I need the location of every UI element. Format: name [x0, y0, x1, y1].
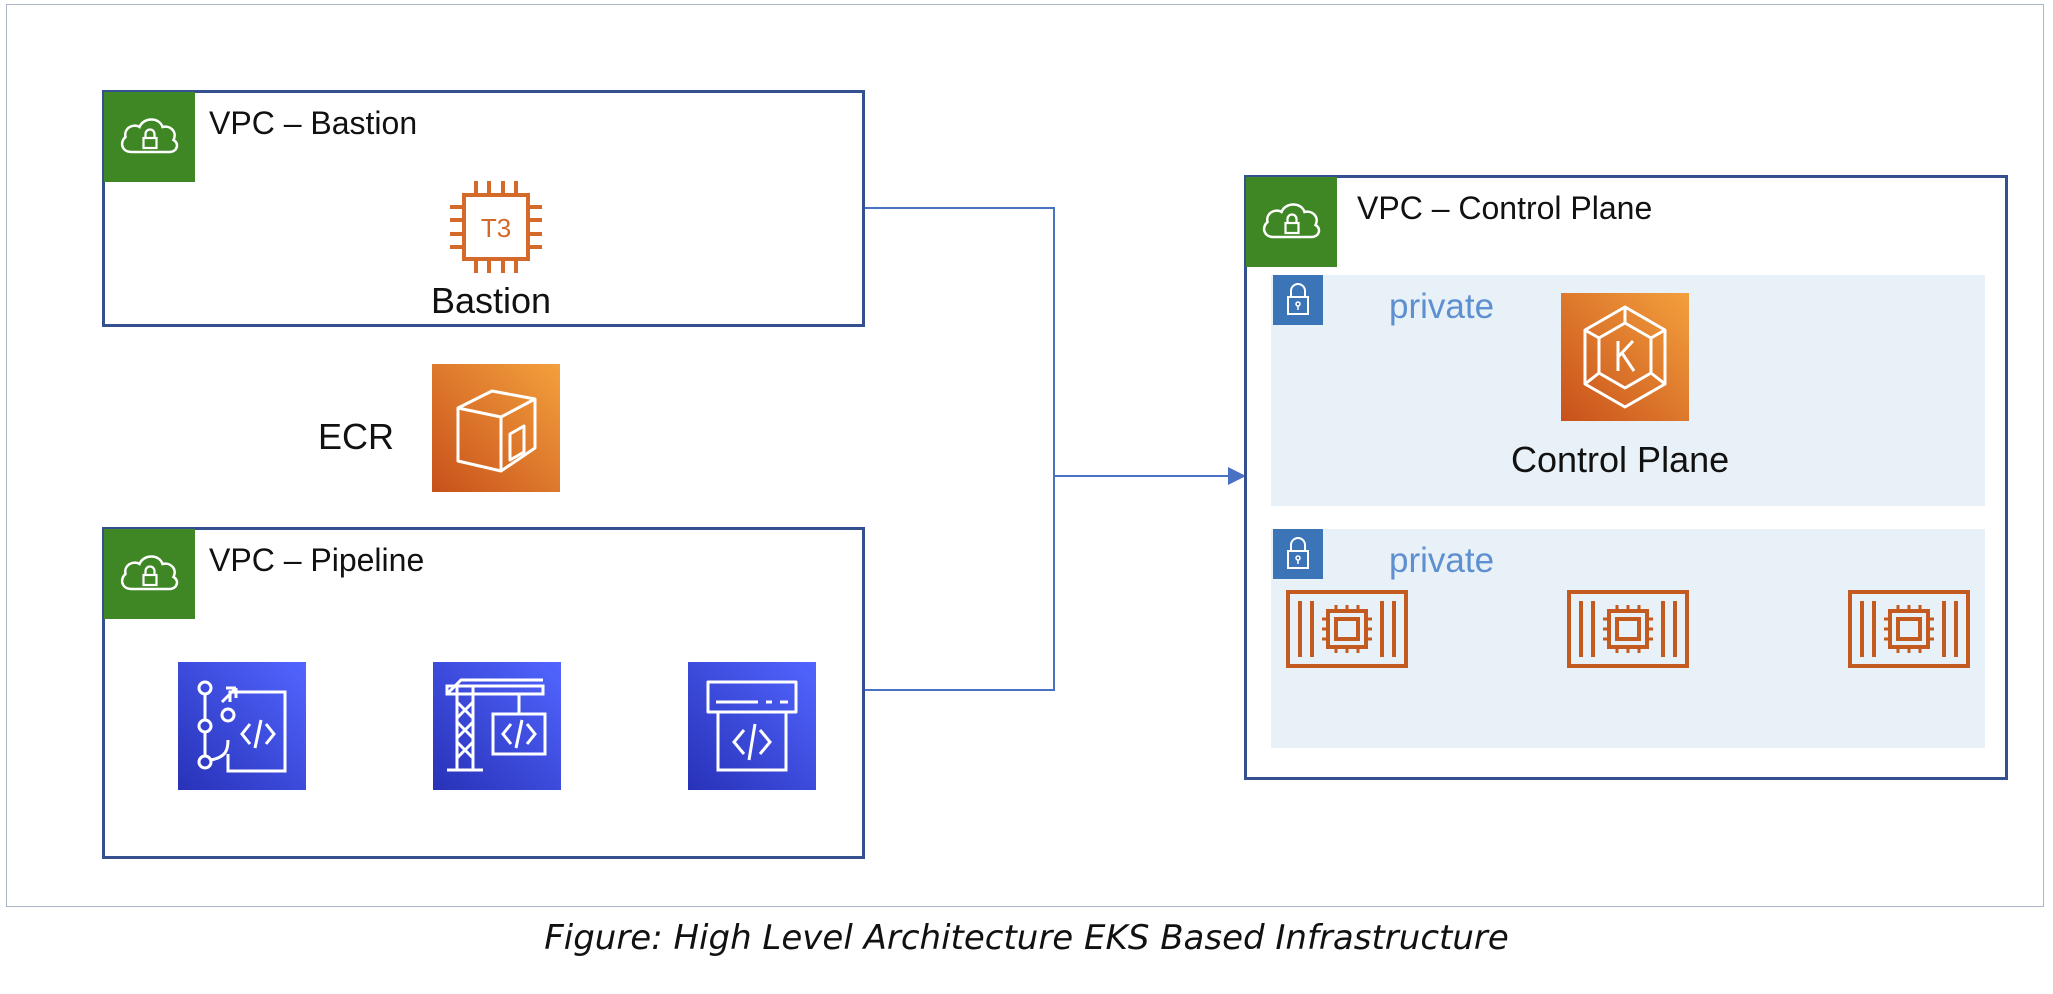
- container-icon: [1566, 589, 1690, 669]
- vpc-control-plane: VPC – Control Plane private: [1244, 175, 2008, 780]
- subnet-lock-icon: [1273, 275, 1323, 325]
- private-subnet: private: [1271, 529, 1985, 748]
- container-icon: [1285, 589, 1409, 669]
- vpc-cloud-lock-icon: [1246, 177, 1337, 267]
- codedeploy-icon: [688, 662, 816, 790]
- vpc-pipeline: VPC – Pipeline: [102, 527, 865, 859]
- bastion-connector: [864, 207, 1055, 476]
- vpc-title: VPC – Bastion: [209, 105, 418, 141]
- private-subnet: private Control Plane: [1271, 275, 1985, 506]
- vpc-cloud-lock-icon: [104, 529, 195, 619]
- ec2-instance-icon: T3: [446, 177, 546, 277]
- ecr-icon: [432, 364, 560, 492]
- container-icon: [1847, 589, 1971, 669]
- vpc-title: VPC – Control Plane: [1357, 190, 1653, 226]
- figure-caption: Figure: High Level Architecture EKS Base…: [544, 918, 1509, 958]
- vpc-bastion: VPC – Bastion T3 Bastion: [102, 90, 865, 327]
- diagram-frame: [6, 4, 2044, 907]
- bastion-label: Bastion: [431, 280, 552, 321]
- vpc-cloud-lock-icon: [104, 92, 195, 182]
- pipeline-connector: [864, 476, 1055, 691]
- arrow-head-icon: [1228, 467, 1246, 485]
- vpc-title: VPC – Pipeline: [209, 542, 425, 578]
- instance-type-text: T3: [481, 213, 511, 243]
- control-plane-label: Control Plane: [1511, 439, 1730, 480]
- eks-icon: [1561, 293, 1689, 421]
- ecr-label: ECR: [318, 416, 395, 457]
- subnet-lock-icon: [1273, 529, 1323, 579]
- codecommit-icon: [178, 662, 306, 790]
- subnet-label: private: [1389, 287, 1495, 326]
- codebuild-icon: [433, 662, 561, 790]
- subnet-label: private: [1389, 541, 1495, 580]
